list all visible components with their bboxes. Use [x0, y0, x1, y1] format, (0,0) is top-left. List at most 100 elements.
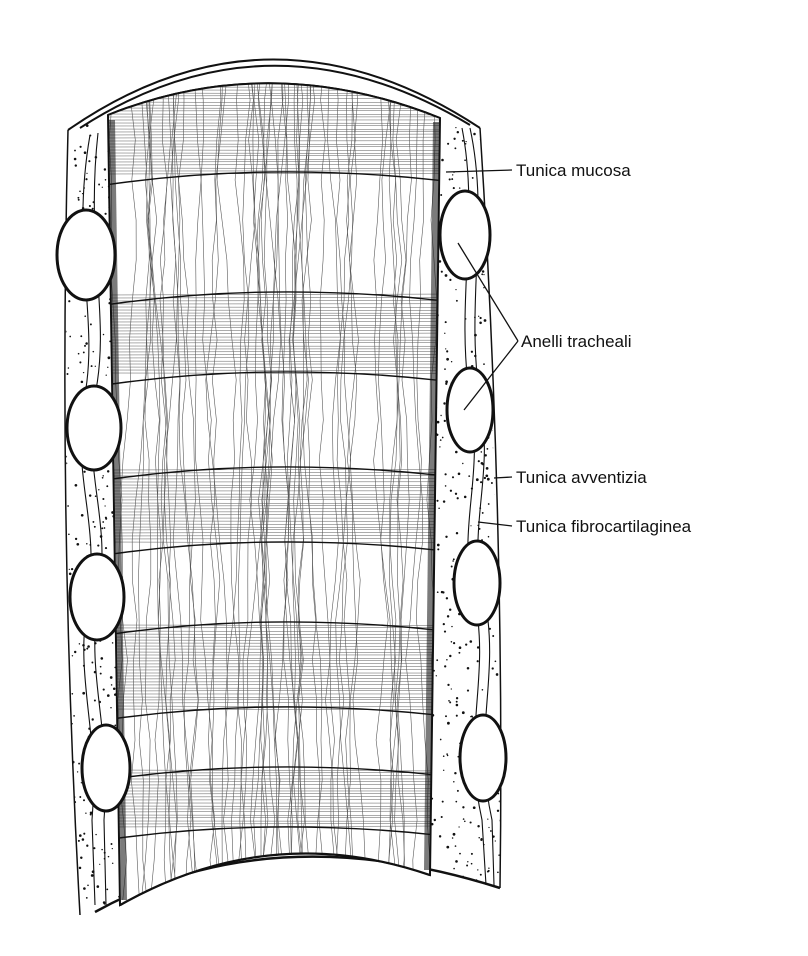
wall-stipple-dot	[55, 397, 56, 398]
wall-stipple-dot	[498, 800, 500, 803]
wall-stipple-dot	[444, 665, 447, 668]
wall-stipple-dot	[93, 847, 96, 850]
wall-stipple-dot	[459, 852, 461, 855]
wall-stipple-dot	[85, 124, 89, 127]
mucosa-hatch-line	[105, 75, 445, 76]
wall-stipple-dot	[68, 572, 72, 576]
wall-stipple-dot	[453, 780, 455, 783]
wall-stipple-dot	[504, 348, 506, 350]
mucosa-fiber	[159, 83, 176, 901]
wall-stipple-dot	[114, 666, 117, 669]
leader-lines	[445, 169, 519, 527]
mucosa-fiber	[266, 83, 303, 901]
mucosa-fiber	[287, 83, 305, 901]
mucosa-fiber	[250, 83, 275, 901]
wall-stipple-dot	[106, 888, 109, 891]
wall-stipple-dot	[99, 665, 102, 668]
mucosa-fiber	[257, 83, 282, 901]
wall-stipple-dot	[450, 360, 453, 363]
wall-stipple-dot	[102, 475, 104, 477]
wall-stipple-dot	[477, 824, 480, 828]
wall-stipple-dot	[500, 521, 503, 524]
label-tunica-avventizia: Tunica avventizia	[516, 468, 647, 487]
wall-stipple-dot	[494, 840, 496, 842]
wall-stipple-dot	[480, 838, 483, 841]
left-tracheal-rings	[55, 208, 132, 813]
wall-stipple-dot	[497, 424, 500, 426]
wall-stipple-dot	[92, 520, 95, 523]
wall-stipple-dot	[486, 198, 489, 200]
wall-stipple-dot	[56, 421, 59, 424]
wall-stipple-dot	[465, 140, 467, 143]
mucosa-fold	[108, 371, 440, 386]
wall-stipple-dot	[481, 270, 485, 273]
wall-stipple-dot	[472, 899, 474, 901]
mucosa-fold	[108, 706, 440, 721]
wall-stipple-dot	[92, 350, 95, 353]
wall-stipple-dot	[74, 149, 76, 152]
wall-stipple-dot	[57, 583, 59, 585]
wall-stipple-dot	[60, 186, 62, 188]
wall-stipple-dot	[59, 206, 60, 207]
wall-stipple-dot	[443, 769, 445, 771]
wall-stipple-dot	[458, 826, 460, 828]
mucosa-fiber	[236, 83, 251, 901]
wall-stipple-dot	[481, 689, 484, 691]
wall-stipple-dot	[440, 194, 443, 196]
wall-stipple-dot	[490, 482, 493, 484]
wall-stipple-dot	[445, 535, 448, 538]
wall-stipple-dot	[454, 771, 457, 775]
wall-stipple-dot	[466, 666, 470, 670]
wall-stipple-dot	[454, 492, 458, 495]
wall-stipple-dot	[449, 701, 452, 704]
wall-stipple-dot	[88, 494, 92, 497]
mucosa-fiber	[216, 83, 240, 901]
wall-stipple-dot	[472, 806, 476, 810]
wall-stipple-dot	[453, 867, 455, 870]
wall-stipple-dot	[455, 800, 458, 803]
wall-stipple-dot	[444, 368, 446, 370]
right-ring-4	[458, 713, 508, 803]
wall-stipple-dot	[77, 198, 80, 201]
wall-stipple-dot	[69, 335, 72, 338]
wall-stipple-dot	[454, 147, 457, 150]
wall-stipple-dot	[468, 909, 470, 911]
wall-stipple-dot	[498, 122, 500, 125]
wall-stipple-dot	[67, 505, 69, 507]
wall-stipple-dot	[483, 363, 485, 365]
wall-stipple-dot	[84, 315, 86, 317]
wall-stipple-dot	[452, 174, 454, 176]
wall-stipple-dot	[89, 323, 92, 326]
wall-stipple-dot	[494, 660, 497, 663]
mucosa-hatch-line	[108, 360, 440, 362]
wall-stipple-dot	[108, 301, 111, 305]
leader-fibrocartilage	[477, 521, 513, 527]
mucosa-hatch-line	[108, 677, 440, 680]
wall-stipple-dot	[502, 834, 505, 837]
wall-stipple-dot	[456, 789, 459, 792]
wall-stipple-dot	[494, 494, 496, 496]
wall-stipple-dot	[501, 338, 502, 339]
wall-stipple-dot	[104, 547, 108, 550]
mucosa-fold	[108, 621, 440, 636]
mucosa-hatch-line	[108, 514, 440, 516]
wall-stipple-dot	[65, 891, 67, 894]
mucosa-fiber	[279, 83, 298, 901]
label-tunica-mucosa: Tunica mucosa	[516, 161, 631, 180]
wall-stipple-dot	[503, 607, 504, 608]
leader-rings-upper	[457, 242, 519, 342]
wall-stipple-dot	[118, 895, 120, 898]
wall-stipple-dot	[495, 154, 498, 157]
wall-stipple-dot	[456, 130, 460, 134]
wall-stipple-dot	[501, 140, 503, 142]
wall-stipple-dot	[501, 539, 503, 541]
mucosa-hatch-line	[108, 95, 440, 97]
wall-stipple-dot	[462, 875, 464, 878]
mucosa-hatch-line	[105, 68, 445, 69]
wall-stipple-dot	[57, 538, 59, 540]
wall-stipple-dot	[449, 489, 453, 492]
wall-stipple-dot	[114, 724, 117, 727]
wall-stipple-dot	[451, 178, 454, 181]
left-ring-3	[68, 552, 126, 642]
wall-stipple-dot	[105, 374, 107, 376]
